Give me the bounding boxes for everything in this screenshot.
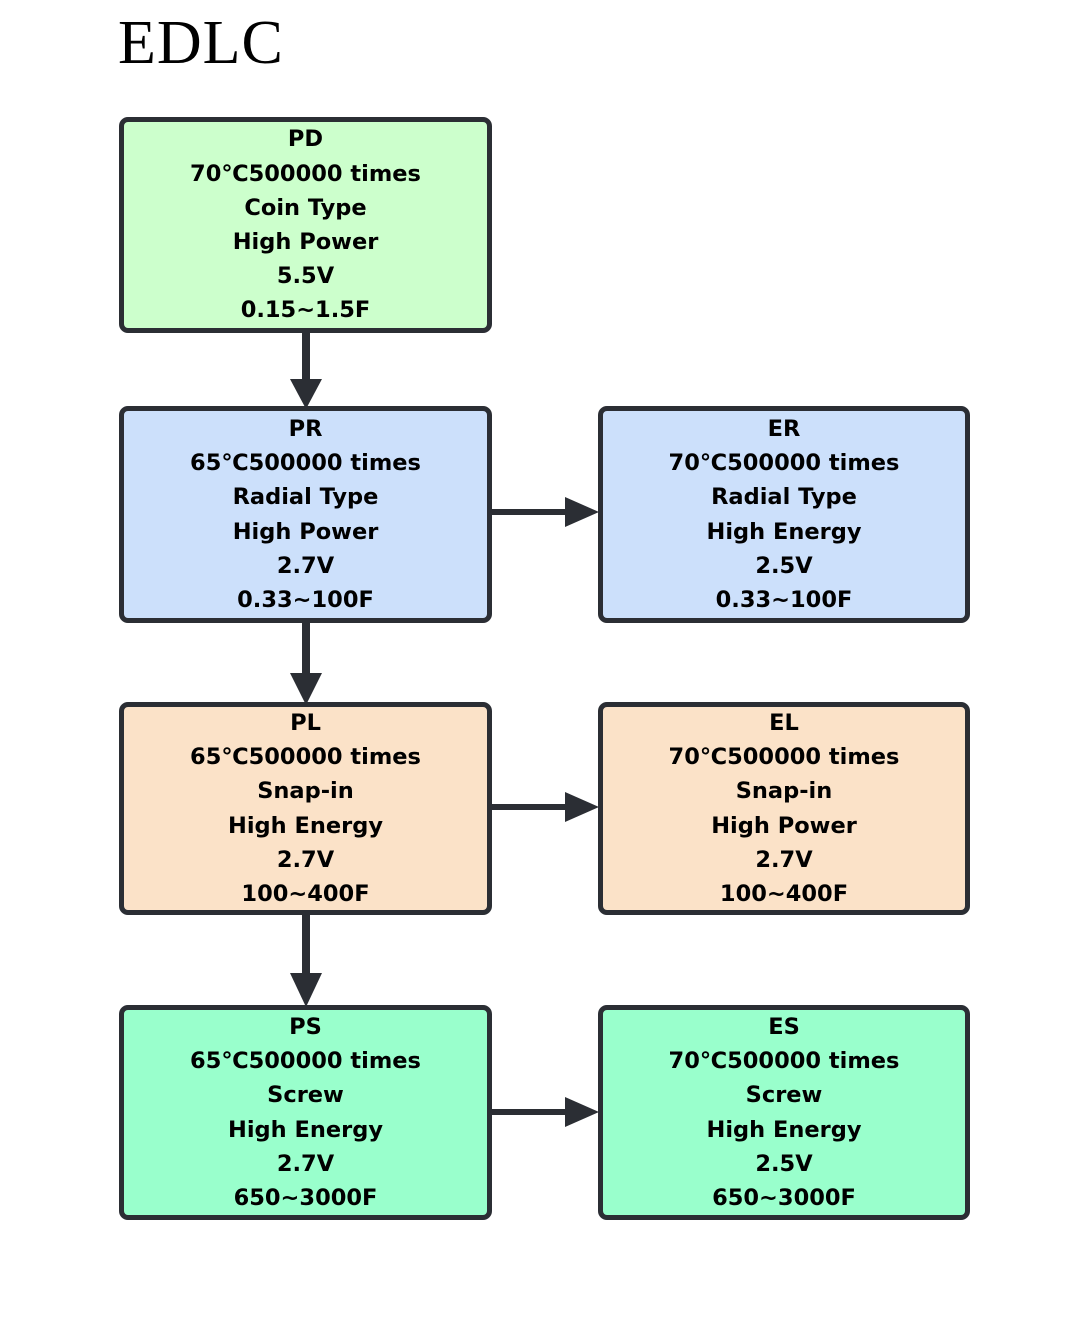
node-pr-cycle-life: 65℃500000 times bbox=[190, 450, 421, 477]
node-pr-capacitance: 0.33~100F bbox=[237, 586, 374, 613]
node-es-capacitance: 650~3000F bbox=[712, 1184, 856, 1211]
node-pl-title: PL bbox=[290, 709, 321, 736]
node-pd-package: Coin Type bbox=[244, 194, 367, 221]
node-ps-title: PS bbox=[289, 1013, 322, 1040]
arrow-pl-to-el bbox=[489, 790, 601, 824]
node-el-capacitance: 100~400F bbox=[719, 880, 849, 907]
node-el-package: Snap-in bbox=[735, 778, 833, 805]
node-er-package: Radial Type bbox=[711, 484, 857, 511]
node-er-voltage: 2.5V bbox=[755, 552, 813, 579]
node-es-voltage: 2.5V bbox=[755, 1150, 813, 1177]
node-er-cycle-life: 70℃500000 times bbox=[668, 450, 900, 477]
node-pd-voltage: 5.5V bbox=[276, 263, 335, 290]
node-pl[interactable]: PL 65℃500000 times Snap-in High Energy 2… bbox=[119, 702, 492, 915]
node-es[interactable]: ES 70℃500000 times Screw High Energy 2.5… bbox=[598, 1005, 970, 1220]
node-pl-cycle-life: 65℃500000 times bbox=[190, 744, 421, 771]
node-el[interactable]: EL 70℃500000 times Snap-in High Power 2.… bbox=[598, 702, 970, 915]
node-ps-capacitance: 650~3000F bbox=[233, 1184, 378, 1211]
node-el-characteristic: High Power bbox=[711, 812, 857, 839]
node-pr-package: Radial Type bbox=[232, 484, 379, 511]
node-er-characteristic: High Energy bbox=[706, 518, 862, 545]
node-pr-characteristic: High Power bbox=[232, 518, 379, 545]
node-er-capacitance: 0.33~100F bbox=[715, 586, 853, 613]
arrow-ps-to-es bbox=[489, 1095, 601, 1129]
node-pd-characteristic: High Power bbox=[232, 229, 379, 255]
page-title: EDLC bbox=[118, 9, 284, 77]
node-el-voltage: 2.7V bbox=[755, 846, 813, 873]
node-pl-capacitance: 100~400F bbox=[241, 880, 370, 907]
node-es-cycle-life: 70℃500000 times bbox=[668, 1048, 900, 1075]
node-ps-package: Screw bbox=[267, 1082, 344, 1109]
node-ps[interactable]: PS 65℃500000 times Screw High Energy 2.7… bbox=[119, 1005, 492, 1220]
node-ps-voltage: 2.7V bbox=[276, 1150, 335, 1177]
node-el-cycle-life: 70℃500000 times bbox=[668, 744, 900, 771]
node-pr-title: PR bbox=[288, 415, 323, 442]
node-ps-characteristic: High Energy bbox=[227, 1116, 384, 1143]
node-ps-cycle-life: 65℃500000 times bbox=[190, 1048, 421, 1075]
node-pl-voltage: 2.7V bbox=[276, 846, 335, 873]
node-pl-characteristic: High Energy bbox=[227, 812, 384, 839]
node-pd-capacitance: 0.15~1.5F bbox=[240, 297, 371, 324]
arrow-pd-to-pr bbox=[286, 331, 326, 409]
node-er[interactable]: ER 70℃500000 times Radial Type High Ener… bbox=[598, 406, 970, 623]
node-pr-voltage: 2.7V bbox=[276, 552, 335, 579]
arrow-pr-to-er bbox=[489, 495, 601, 529]
node-es-characteristic: High Energy bbox=[706, 1116, 862, 1143]
node-pd-cycle-life: 70℃500000 times bbox=[190, 160, 421, 187]
node-pr[interactable]: PR 65℃500000 times Radial Type High Powe… bbox=[119, 406, 492, 623]
node-el-title: EL bbox=[769, 709, 799, 736]
node-pd[interactable]: PD 70℃500000 times Coin Type High Power … bbox=[119, 117, 492, 333]
node-pl-package: Snap-in bbox=[257, 778, 354, 805]
node-pd-title: PD bbox=[287, 126, 324, 153]
arrow-pr-to-pl bbox=[286, 621, 326, 705]
arrow-pl-to-ps bbox=[286, 913, 326, 1007]
node-es-title: ES bbox=[768, 1013, 800, 1040]
node-es-package: Screw bbox=[745, 1082, 823, 1109]
node-er-title: ER bbox=[767, 415, 801, 442]
